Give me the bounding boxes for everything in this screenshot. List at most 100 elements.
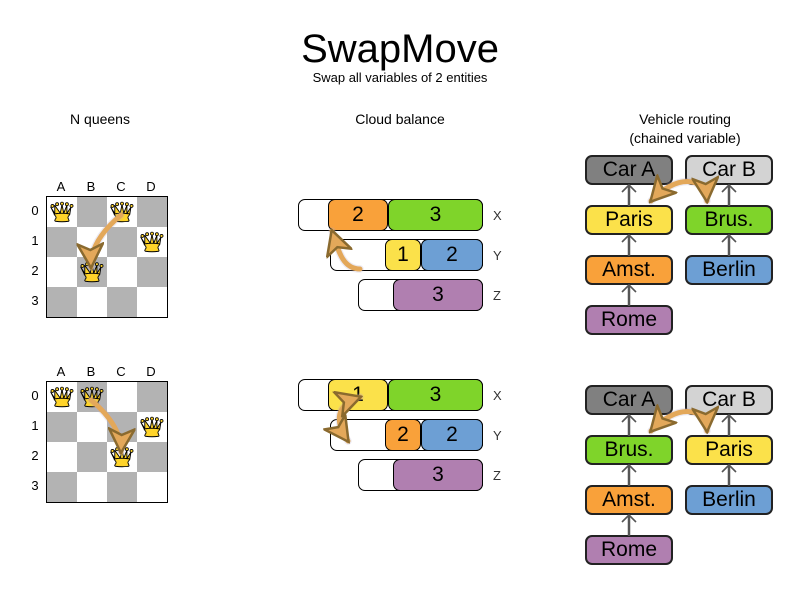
cloud-process-Y-2[interactable]: 2	[421, 419, 483, 451]
route-edge-right-2	[721, 234, 737, 256]
cloud-process-X-2[interactable]: 3	[388, 199, 483, 231]
page-subtitle: Swap all variables of 2 entities	[312, 70, 488, 85]
route-node-rome[interactable]: Rome	[585, 535, 673, 565]
queen-icon	[80, 261, 104, 283]
route-node-brus[interactable]: Brus.	[585, 435, 673, 465]
board-rank-label-1: 1	[31, 418, 39, 433]
board-file-label-A: A	[56, 364, 66, 379]
board-cell-A0[interactable]	[47, 382, 77, 412]
route-node-paris[interactable]: Paris	[685, 435, 773, 465]
board-rank-label-3: 3	[31, 293, 39, 308]
board-cell-C0[interactable]	[107, 197, 137, 227]
cloud-process-X-1[interactable]: 2	[328, 199, 388, 231]
chess-board	[46, 381, 168, 503]
board-cell-A0[interactable]	[47, 197, 77, 227]
queen-icon	[50, 201, 74, 223]
cloud-process-Y-1[interactable]: 2	[385, 419, 421, 451]
board-cell-D0[interactable]	[137, 382, 167, 412]
board-cell-D2[interactable]	[137, 442, 167, 472]
cloud-process-Y-1[interactable]: 1	[385, 239, 421, 271]
board-cell-C1[interactable]	[107, 227, 137, 257]
cloud-process-Z-1[interactable]: 3	[393, 459, 483, 491]
route-edge-left-3	[621, 514, 637, 536]
route-node-car-a[interactable]: Car A	[585, 385, 673, 415]
queen-icon	[110, 201, 134, 223]
route-edge-left-1	[621, 184, 637, 206]
route-edge-left-1	[621, 414, 637, 436]
cloud-process-Z-1[interactable]: 3	[393, 279, 483, 311]
column-header-cloud-balance: Cloud balance	[355, 111, 445, 127]
nqueens-board-after: A B C D 0 1 2 3	[30, 364, 200, 520]
board-file-label-B: B	[86, 179, 96, 194]
board-cell-A1[interactable]	[47, 227, 77, 257]
board-cell-B1[interactable]	[77, 227, 107, 257]
page-title: SwapMove	[301, 27, 499, 71]
board-cell-C1[interactable]	[107, 412, 137, 442]
queen-icon	[140, 231, 164, 253]
board-cell-B2[interactable]	[77, 442, 107, 472]
route-node-car-b[interactable]: Car B	[685, 155, 773, 185]
route-node-paris[interactable]: Paris	[585, 205, 673, 235]
board-cell-B1[interactable]	[77, 412, 107, 442]
board-file-label-C: C	[116, 179, 126, 194]
board-cell-B2[interactable]	[77, 257, 107, 287]
board-file-label-B: B	[86, 364, 96, 379]
board-cell-B0[interactable]	[77, 382, 107, 412]
route-node-amst[interactable]: Amst.	[585, 255, 673, 285]
board-cell-A2[interactable]	[47, 442, 77, 472]
board-cell-C3[interactable]	[107, 472, 137, 502]
route-node-berlin[interactable]: Berlin	[685, 255, 773, 285]
cloud-process-X-1[interactable]: 1	[328, 379, 388, 411]
board-rank-label-0: 0	[31, 388, 39, 403]
column-header-nqueens: N queens	[70, 111, 130, 127]
queen-icon	[80, 386, 104, 408]
cloud-computer-label-Y: Y	[493, 248, 502, 263]
board-file-label-D: D	[146, 364, 156, 379]
route-node-rome[interactable]: Rome	[585, 305, 673, 335]
board-cell-C0[interactable]	[107, 382, 137, 412]
board-cell-D2[interactable]	[137, 257, 167, 287]
queen-icon	[50, 386, 74, 408]
board-cell-D3[interactable]	[137, 287, 167, 317]
board-cell-B0[interactable]	[77, 197, 107, 227]
route-node-brus[interactable]: Brus.	[685, 205, 773, 235]
board-cell-A3[interactable]	[47, 472, 77, 502]
chess-board	[46, 196, 168, 318]
board-rank-label-1: 1	[31, 233, 39, 248]
board-cell-C2[interactable]	[107, 257, 137, 287]
route-node-berlin[interactable]: Berlin	[685, 485, 773, 515]
route-edge-left-3	[621, 284, 637, 306]
board-rank-label-2: 2	[31, 263, 39, 278]
board-cell-A1[interactable]	[47, 412, 77, 442]
board-cell-D0[interactable]	[137, 197, 167, 227]
board-file-label-C: C	[116, 364, 126, 379]
board-cell-D1[interactable]	[137, 412, 167, 442]
board-cell-B3[interactable]	[77, 287, 107, 317]
queen-icon	[110, 446, 134, 468]
routing-header-line2: (chained variable)	[629, 130, 741, 146]
cloud-process-X-2[interactable]: 3	[388, 379, 483, 411]
board-cell-C2[interactable]	[107, 442, 137, 472]
route-node-amst[interactable]: Amst.	[585, 485, 673, 515]
route-node-car-a[interactable]: Car A	[585, 155, 673, 185]
routing-header-line1: Vehicle routing	[639, 111, 731, 127]
board-cell-D3[interactable]	[137, 472, 167, 502]
route-edge-left-2	[621, 464, 637, 486]
board-rank-label-0: 0	[31, 203, 39, 218]
route-node-car-b[interactable]: Car B	[685, 385, 773, 415]
board-rank-label-3: 3	[31, 478, 39, 493]
board-cell-A3[interactable]	[47, 287, 77, 317]
board-file-label-A: A	[56, 179, 66, 194]
board-cell-A2[interactable]	[47, 257, 77, 287]
cloud-computer-label-Y: Y	[493, 428, 502, 443]
board-file-label-D: D	[146, 179, 156, 194]
board-cell-B3[interactable]	[77, 472, 107, 502]
board-rank-label-2: 2	[31, 448, 39, 463]
board-cell-C3[interactable]	[107, 287, 137, 317]
board-cell-D1[interactable]	[137, 227, 167, 257]
cloud-process-Y-2[interactable]: 2	[421, 239, 483, 271]
